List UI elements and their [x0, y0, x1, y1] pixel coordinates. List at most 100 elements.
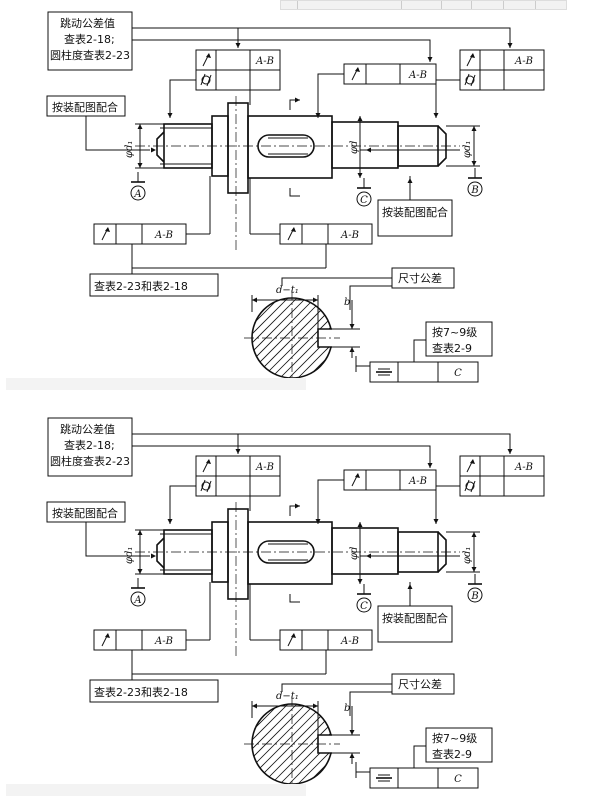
grade-note-line: 按7~9级	[432, 325, 477, 339]
hatch-line	[252, 298, 253, 378]
datum-reference-text: C	[454, 368, 462, 379]
arrow-head	[349, 753, 355, 758]
fit-note-right-box	[377, 605, 453, 643]
arrow-head	[407, 584, 413, 589]
hatch-line	[252, 298, 280, 378]
runout-symbol-icon	[105, 227, 110, 232]
datum-reference-text: A-B	[514, 462, 533, 473]
cylindricity-symbol-icon	[200, 479, 206, 492]
arrow-head	[151, 147, 156, 153]
arrow-head	[357, 173, 363, 178]
hatch-line	[306, 298, 332, 378]
section-mark	[289, 188, 300, 197]
datum-letter: A	[133, 189, 141, 200]
arrow-head	[471, 126, 477, 131]
cylindricity-frame-right	[459, 69, 545, 91]
symmetry-frame	[369, 361, 479, 383]
leader-line	[169, 485, 196, 506]
hatch-line	[252, 298, 289, 378]
fit-note-left-text: 按装配图配合	[52, 506, 118, 520]
datum-circle	[130, 185, 146, 201]
arrow-head	[427, 57, 433, 62]
runout-symbol-icon	[291, 227, 296, 232]
shaft-left-chamfer	[156, 537, 165, 569]
runout-note-line: 圆柱度查表2-23	[50, 48, 130, 62]
datum-circle	[467, 181, 483, 197]
table-note-text: 查表2-23和表2-18	[94, 279, 188, 293]
datum-reference-text: A-B	[154, 230, 173, 241]
table-note-text: 查表2-23和表2-18	[94, 685, 188, 699]
leader-line	[435, 485, 460, 524]
cylindricity-symbol-icon	[206, 480, 212, 493]
shaft-body	[247, 521, 333, 585]
grade-note-box	[425, 727, 493, 763]
arrow-head	[433, 519, 439, 524]
arrow-head	[313, 703, 318, 709]
hatch-line	[297, 298, 332, 378]
dimension-d-text: φd	[349, 547, 360, 560]
arrow-head	[137, 124, 143, 129]
runout-note-line: 圆柱度查表2-23	[50, 454, 130, 468]
datum-circle	[467, 587, 483, 603]
dimension-d1-text: φd₁	[124, 141, 135, 158]
shaft-body	[247, 115, 333, 179]
shaft-collar	[227, 508, 249, 600]
leader-line	[281, 683, 392, 692]
runout-symbol-icon	[206, 53, 211, 58]
dimension-d-text: φd	[349, 141, 360, 154]
datum-letter: B	[470, 185, 478, 196]
table-note-box	[89, 273, 219, 297]
scan-band	[6, 784, 306, 796]
arrow-head	[507, 449, 513, 454]
arrow-head	[366, 553, 371, 559]
leader-line	[349, 691, 392, 716]
arrow-head	[357, 579, 363, 584]
dimension-b-text: b	[344, 703, 350, 714]
datum-letter: C	[360, 195, 368, 206]
leader-line	[132, 27, 511, 48]
datum-letter: A	[133, 595, 141, 606]
arrow-head	[137, 530, 143, 535]
symmetry-frame	[369, 767, 479, 789]
datum-reference-text: A-B	[514, 56, 533, 67]
arrow-head	[507, 43, 513, 48]
keyway-cut	[318, 329, 338, 347]
hatch-line	[252, 704, 289, 784]
cylindricity-symbol-icon	[465, 75, 475, 85]
runout-symbol-icon	[355, 473, 360, 478]
runout-note-box	[47, 417, 133, 477]
dimension-dt1-text: d−t₁	[276, 285, 299, 296]
cylindricity-symbol-icon	[206, 74, 212, 87]
hatch-line	[252, 704, 253, 784]
dimension-b-text: b	[344, 297, 350, 308]
arrow-head	[357, 116, 363, 121]
cylindricity-frame-left	[195, 475, 281, 497]
runout-symbol-icon	[355, 67, 360, 72]
datum-letter: B	[470, 591, 478, 602]
keyway-cut	[318, 735, 338, 753]
cylindricity-symbol-icon	[470, 74, 476, 87]
arrow-head	[235, 449, 241, 454]
datum-reference-text: A-B	[255, 462, 274, 473]
arrow-head	[151, 553, 156, 559]
arrow-head	[349, 324, 355, 329]
grade-note-line: 查表2-9	[432, 341, 472, 355]
leader-line	[317, 73, 344, 118]
leader-line	[435, 79, 460, 118]
table-note-box	[89, 679, 219, 703]
datum-circle	[130, 591, 146, 607]
arrow-head	[433, 113, 439, 118]
arrow-head	[137, 569, 143, 574]
fit-note-right-text: 按装配图配合	[382, 611, 448, 625]
leader-line	[281, 277, 392, 286]
arrow-head	[407, 178, 413, 183]
leader-line	[85, 116, 150, 151]
runout-note-box	[47, 11, 133, 71]
dimension-d1-right-text: φd₁	[462, 141, 473, 158]
arrow-head	[313, 297, 318, 303]
fit-note-right-box	[377, 199, 453, 237]
arrow-head	[137, 163, 143, 168]
arrow-head	[357, 522, 363, 527]
runout-note-line: 跳动公差值	[60, 16, 115, 30]
